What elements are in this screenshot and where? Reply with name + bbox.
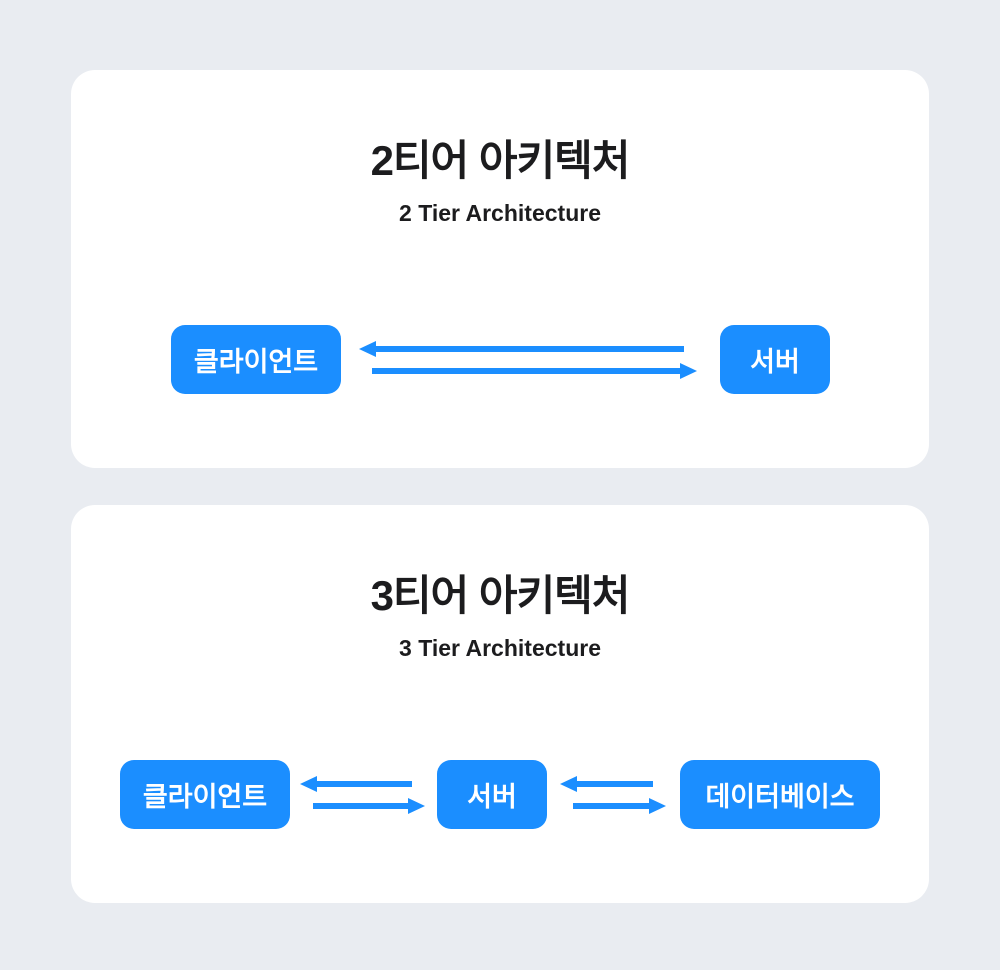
bidirectional-arrow-icon <box>359 341 697 379</box>
two-tier-subtitle: 2 Tier Architecture <box>399 200 601 226</box>
client-node: 클라이언트 <box>120 760 290 829</box>
bidirectional-arrow-icon <box>300 776 425 814</box>
three-tier-subtitle: 3 Tier Architecture <box>399 635 601 661</box>
two-tier-title: 2티어 아키텍처 <box>370 137 631 184</box>
two-tier-card: 2티어 아키텍처 2 Tier Architecture 클라이언트 서버 <box>71 70 929 468</box>
server-node: 서버 <box>437 760 547 829</box>
client-node: 클라이언트 <box>171 325 341 394</box>
server-node: 서버 <box>720 325 830 394</box>
three-tier-card: 3티어 아키텍처 3 Tier Architecture 클라이언트 서버 데이… <box>71 505 929 903</box>
database-node: 데이터베이스 <box>680 760 880 829</box>
three-tier-title: 3티어 아키텍처 <box>370 572 631 619</box>
bidirectional-arrow-icon <box>560 776 666 814</box>
